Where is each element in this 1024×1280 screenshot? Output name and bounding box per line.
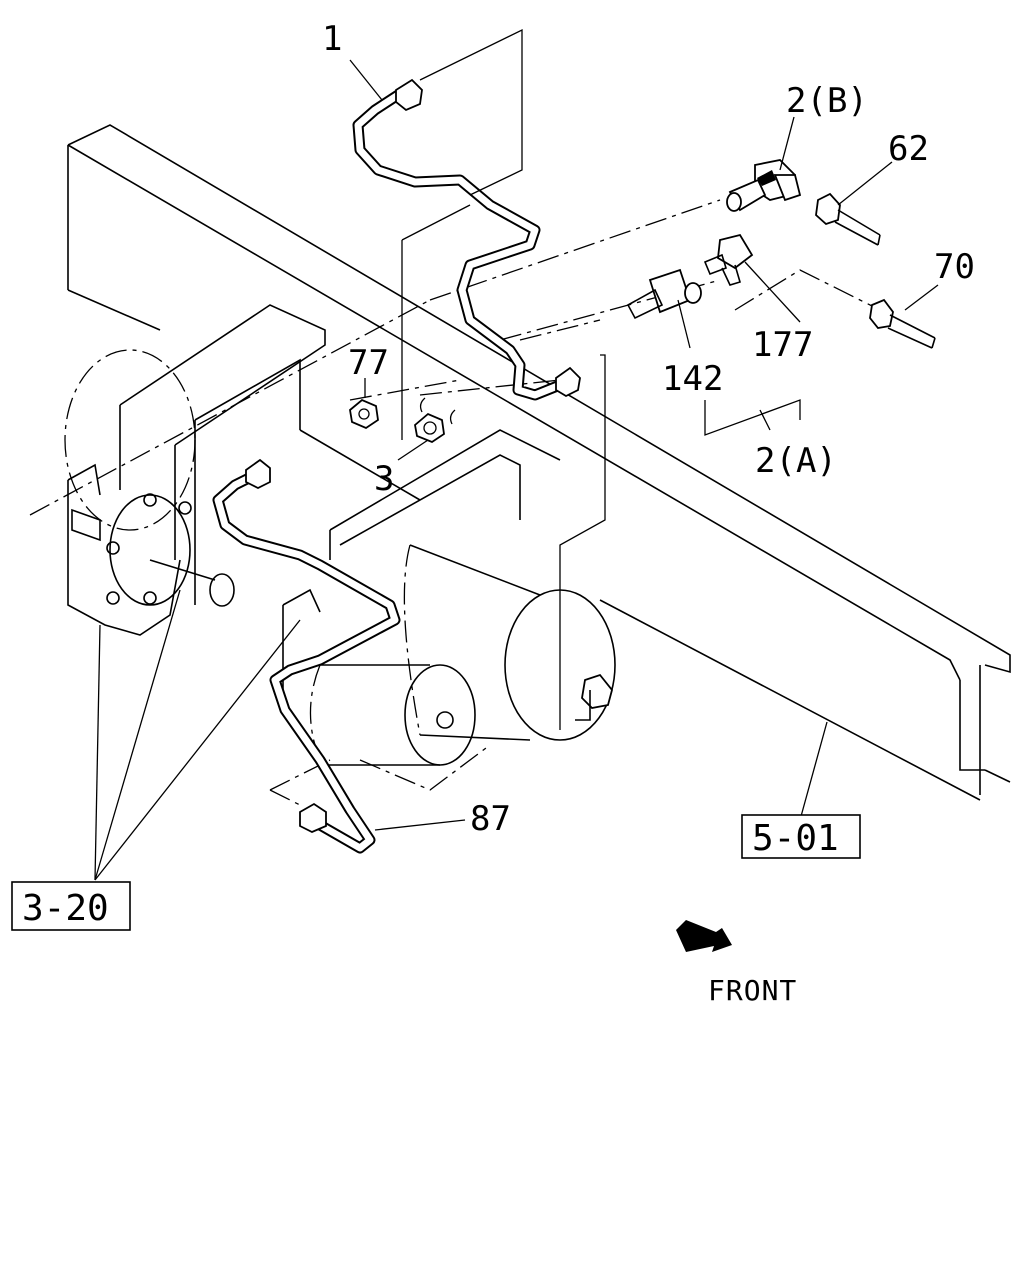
front-label: FRONT: [708, 974, 797, 1007]
nut-77-shape: [349, 398, 379, 430]
callout-2b: 2(B): [786, 81, 868, 121]
fitting-62-shape: [815, 192, 881, 246]
fitting-2b-shape: [726, 159, 802, 212]
small-cylinder: [309, 664, 476, 766]
callout-62: 62: [888, 129, 929, 169]
callout-142: 142: [662, 359, 723, 399]
nut-3-shape: [414, 397, 456, 444]
callout-77: 77: [348, 343, 389, 383]
callout-2a: 2(A): [755, 441, 837, 481]
fitting-70-shape: [869, 298, 936, 349]
reference-label-5-01: 5-01: [752, 818, 839, 859]
pipe-1: [352, 78, 581, 401]
frame-bracket: [119, 304, 561, 690]
callout-1: 1: [322, 19, 342, 59]
callout-177: 177: [752, 325, 813, 365]
air-tank: [403, 544, 616, 741]
left-hub: [64, 349, 235, 636]
tank-fitting: [575, 673, 613, 721]
callout-3: 3: [374, 459, 394, 499]
fitting-142-shape: [626, 268, 702, 320]
front-arrow-icon: [676, 920, 732, 952]
fitting-177-shape: [703, 233, 754, 286]
reference-box-5-01[interactable]: 5-01: [741, 814, 861, 859]
callout-87: 87: [470, 799, 511, 839]
callout-70: 70: [934, 247, 975, 287]
reference-label-3-20: 3-20: [22, 888, 109, 929]
reference-box-3-20[interactable]: 3-20: [11, 881, 131, 931]
pipe-87: [212, 458, 401, 854]
frame-rail: [67, 124, 1011, 801]
leader-lines: [94, 28, 939, 881]
